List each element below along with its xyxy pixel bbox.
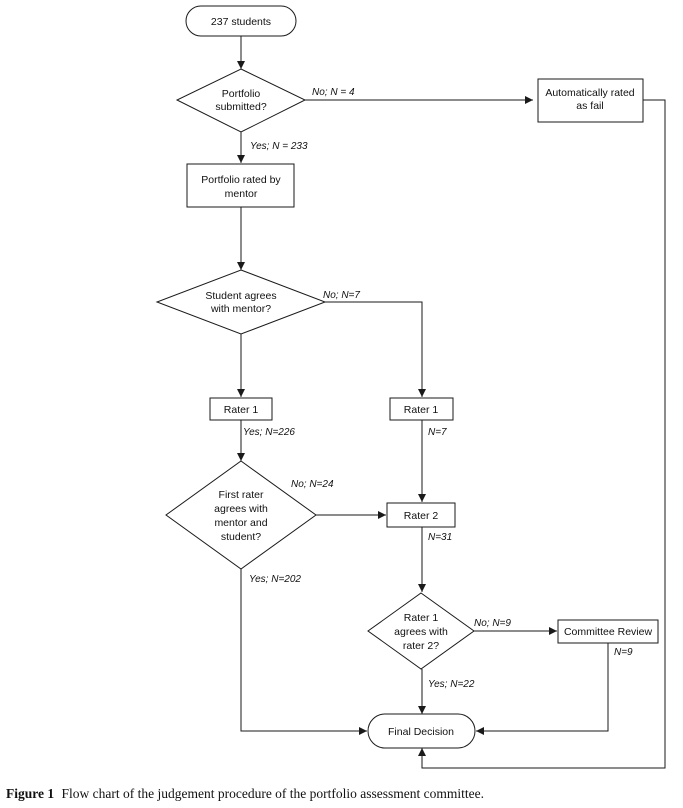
edge-auto-fail-to-final xyxy=(418,99,666,769)
rater1-left-box xyxy=(209,397,273,421)
rater1-agrees-rater2-label-line3: rater 2? xyxy=(403,640,439,652)
auto-fail-label-line2: as fail xyxy=(576,100,603,112)
student-agrees-decision xyxy=(155,269,327,335)
edge-committee-to-final xyxy=(476,643,609,735)
first-rater-agrees-decision xyxy=(165,460,317,570)
label-yes-226: Yes; N=226 xyxy=(243,427,295,438)
caption-text: Flow chart of the judgement procedure of… xyxy=(61,786,485,801)
connectors xyxy=(237,36,666,769)
label-yes-22: Yes; N=22 xyxy=(428,679,475,690)
node-student-agrees: Student agrees with mentor? xyxy=(155,269,327,335)
first-rater-agrees-label-line3: mentor and xyxy=(214,517,267,529)
first-rater-agrees-label-line4: student? xyxy=(221,531,261,543)
edge-labels: No; N = 4 Yes; N = 233 No; N=7 Yes; N=22… xyxy=(243,87,633,690)
student-agrees-label-line1: Student agrees xyxy=(205,290,276,302)
rated-by-mentor-label-line2: mentor xyxy=(225,188,258,200)
node-committee-review: Committee Review xyxy=(557,619,659,644)
final-decision-terminal xyxy=(367,713,476,749)
rater1-left-label: Rater 1 xyxy=(224,404,259,416)
label-n-31: N=31 xyxy=(428,532,452,543)
node-auto-fail: Automatically rated as fail xyxy=(537,78,644,123)
rater1-agrees-rater2-label-line1: Rater 1 xyxy=(404,612,439,624)
label-no-4: No; N = 4 xyxy=(312,87,355,98)
portfolio-submitted-label-line2: submitted? xyxy=(215,101,267,113)
first-rater-agrees-label-line1: First rater xyxy=(219,489,264,501)
node-final-decision: Final Decision xyxy=(367,713,476,749)
edge-student-disagrees-to-rater1-right xyxy=(325,301,426,397)
edge-first-rater-agrees-to-final xyxy=(240,569,367,735)
node-first-rater-agrees: First rater agrees with mentor and stude… xyxy=(165,460,317,570)
rater1-agrees-rater2-decision xyxy=(367,592,475,670)
node-rater1-agrees-rater2: Rater 1 agrees with rater 2? xyxy=(367,592,475,670)
rater1-right-label: Rater 1 xyxy=(404,404,439,416)
label-no-7: No; N=7 xyxy=(323,290,360,301)
rated-by-mentor-label-line1: Portfolio rated by xyxy=(201,174,281,186)
label-no-24: No; N=24 xyxy=(291,479,334,490)
node-rater2: Rater 2 xyxy=(386,502,456,528)
student-agrees-label-line2: with mentor? xyxy=(210,303,271,315)
start-terminal xyxy=(185,5,297,37)
label-n-7: N=7 xyxy=(428,427,447,438)
node-start: 237 students xyxy=(185,5,297,37)
rater1-agrees-rater2-label-line2: agrees with xyxy=(394,626,448,638)
label-no-9: No; N=9 xyxy=(474,618,511,629)
label-n-9: N=9 xyxy=(614,647,633,658)
auto-fail-label-line1: Automatically rated xyxy=(545,87,634,99)
auto-fail-box xyxy=(537,78,644,123)
label-yes-233: Yes; N = 233 xyxy=(250,141,308,152)
caption-label: Figure 1 xyxy=(6,786,55,801)
label-yes-202: Yes; N=202 xyxy=(249,574,301,585)
committee-review-label: Committee Review xyxy=(564,626,653,638)
final-decision-label: Final Decision xyxy=(388,726,454,738)
committee-review-box xyxy=(557,619,659,644)
node-rated-by-mentor: Portfolio rated by mentor xyxy=(186,163,295,208)
node-rater1-left: Rater 1 xyxy=(209,397,273,421)
figure-caption: Figure 1 Flow chart of the judgement pro… xyxy=(6,786,676,802)
node-rater1-right: Rater 1 xyxy=(389,397,454,421)
rated-by-mentor-box xyxy=(186,163,295,208)
rater2-box xyxy=(386,502,456,528)
portfolio-submitted-label-line1: Portfolio xyxy=(222,88,261,100)
rater1-right-box xyxy=(389,397,454,421)
start-label: 237 students xyxy=(211,16,271,28)
flowchart: 237 students Portfolio submitted? Automa… xyxy=(155,5,666,769)
node-portfolio-submitted: Portfolio submitted? xyxy=(175,68,307,133)
first-rater-agrees-label-line2: agrees with xyxy=(214,503,268,515)
portfolio-submitted-decision xyxy=(175,68,307,133)
rater2-label: Rater 2 xyxy=(404,510,439,522)
